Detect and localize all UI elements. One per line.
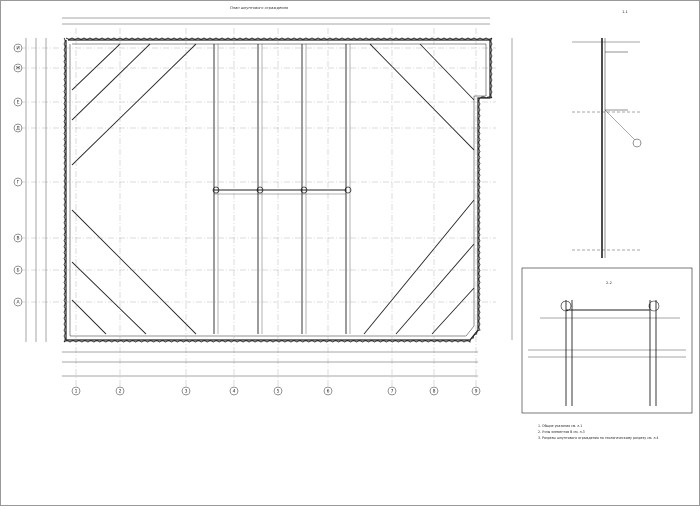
- strut-diagonal: [419, 43, 475, 101]
- column-axis-bubble: [229, 386, 239, 396]
- note-3: 3. Разрезы шпунтового ограждения по геол…: [538, 436, 659, 440]
- row-axis-label: И: [16, 46, 19, 52]
- sheet-pile-wall: [63, 37, 493, 343]
- row-axis-label: А: [16, 300, 20, 306]
- row-axis-bubble: [13, 123, 23, 133]
- row-axis-label: Г: [17, 180, 20, 186]
- section-2-2-title: 2-2: [606, 281, 612, 285]
- column-axis-label: 6: [327, 389, 330, 395]
- column-axis-label: 1: [75, 389, 78, 395]
- column-axis-label: 7: [391, 389, 394, 395]
- plan-drawing: [20, 17, 513, 386]
- row-axis-bubble: [13, 63, 23, 73]
- note-1: 1. Общие указания см. л.1: [538, 424, 583, 428]
- strut-diagonal: [71, 261, 147, 335]
- struts: [71, 43, 475, 335]
- row-axis-label: Е: [17, 100, 20, 106]
- column-axis-label: 9: [475, 389, 478, 395]
- note-2: 2. Узлы элементов В см. л.3: [538, 430, 585, 434]
- row-axis-markers: И Ж Е Д Г В Б А: [13, 43, 23, 307]
- column-axis-bubble: [273, 386, 283, 396]
- row-axis-bubble: [13, 97, 23, 107]
- strut-diagonal: [395, 243, 475, 335]
- column-axis-bubble: [181, 386, 191, 396]
- strut-diagonal: [363, 199, 475, 335]
- strut-diagonal: [369, 43, 475, 151]
- strut-nodes: [212, 186, 352, 194]
- row-axis-bubble: [13, 297, 23, 307]
- row-axis-label: В: [16, 236, 19, 242]
- strut-node: [344, 186, 352, 194]
- strut-diagonal: [71, 209, 197, 335]
- section-2-2-node: [648, 300, 660, 312]
- grid-axes: [20, 28, 496, 386]
- column-axis-bubble: [429, 386, 439, 396]
- column-axis-label: 5: [277, 389, 280, 395]
- column-axis-bubble: [71, 386, 81, 396]
- row-axis-bubble: [13, 233, 23, 243]
- section-1-1-leader: [604, 109, 636, 141]
- strut-node: [256, 186, 264, 194]
- column-axis-markers: 1 2 3 4 5 6 7 8 9: [71, 386, 481, 396]
- section-2-2-drawing: [521, 267, 693, 414]
- row-axis-bubble: [13, 177, 23, 187]
- section-2-2-frame: [521, 267, 693, 414]
- pit-outline-inner: [69, 43, 487, 337]
- strut-diagonal: [71, 43, 151, 121]
- row-axis-bubble: [13, 265, 23, 275]
- row-axis-label: Д: [16, 126, 20, 132]
- strut-node: [300, 186, 308, 194]
- column-axis-label: 8: [433, 389, 436, 395]
- column-axis-bubble: [115, 386, 125, 396]
- strut-edges: [214, 44, 351, 334]
- column-axis-bubble: [323, 386, 333, 396]
- plan-title: План шпунтового ограждения: [230, 6, 288, 10]
- section-1-1-callout: [632, 138, 642, 148]
- strut-diagonal: [71, 43, 121, 91]
- column-axis-bubble: [387, 386, 397, 396]
- row-axis-label: Б: [16, 268, 19, 274]
- strut-diagonal: [71, 299, 107, 335]
- row-axis-bubble: [13, 43, 23, 53]
- strut-node: [212, 186, 220, 194]
- pit-outline: [65, 39, 491, 341]
- strut-diagonal: [71, 43, 197, 166]
- section-1-1-title: 1-1: [622, 10, 628, 14]
- section-1-1-drawing: [572, 38, 642, 258]
- row-axis-label: Ж: [16, 66, 21, 72]
- column-axis-label: 2: [119, 389, 122, 395]
- column-axis-label: 3: [185, 389, 188, 395]
- column-axis-label: 4: [233, 389, 236, 395]
- column-axis-bubble: [471, 386, 481, 396]
- strut-diagonal: [431, 287, 475, 335]
